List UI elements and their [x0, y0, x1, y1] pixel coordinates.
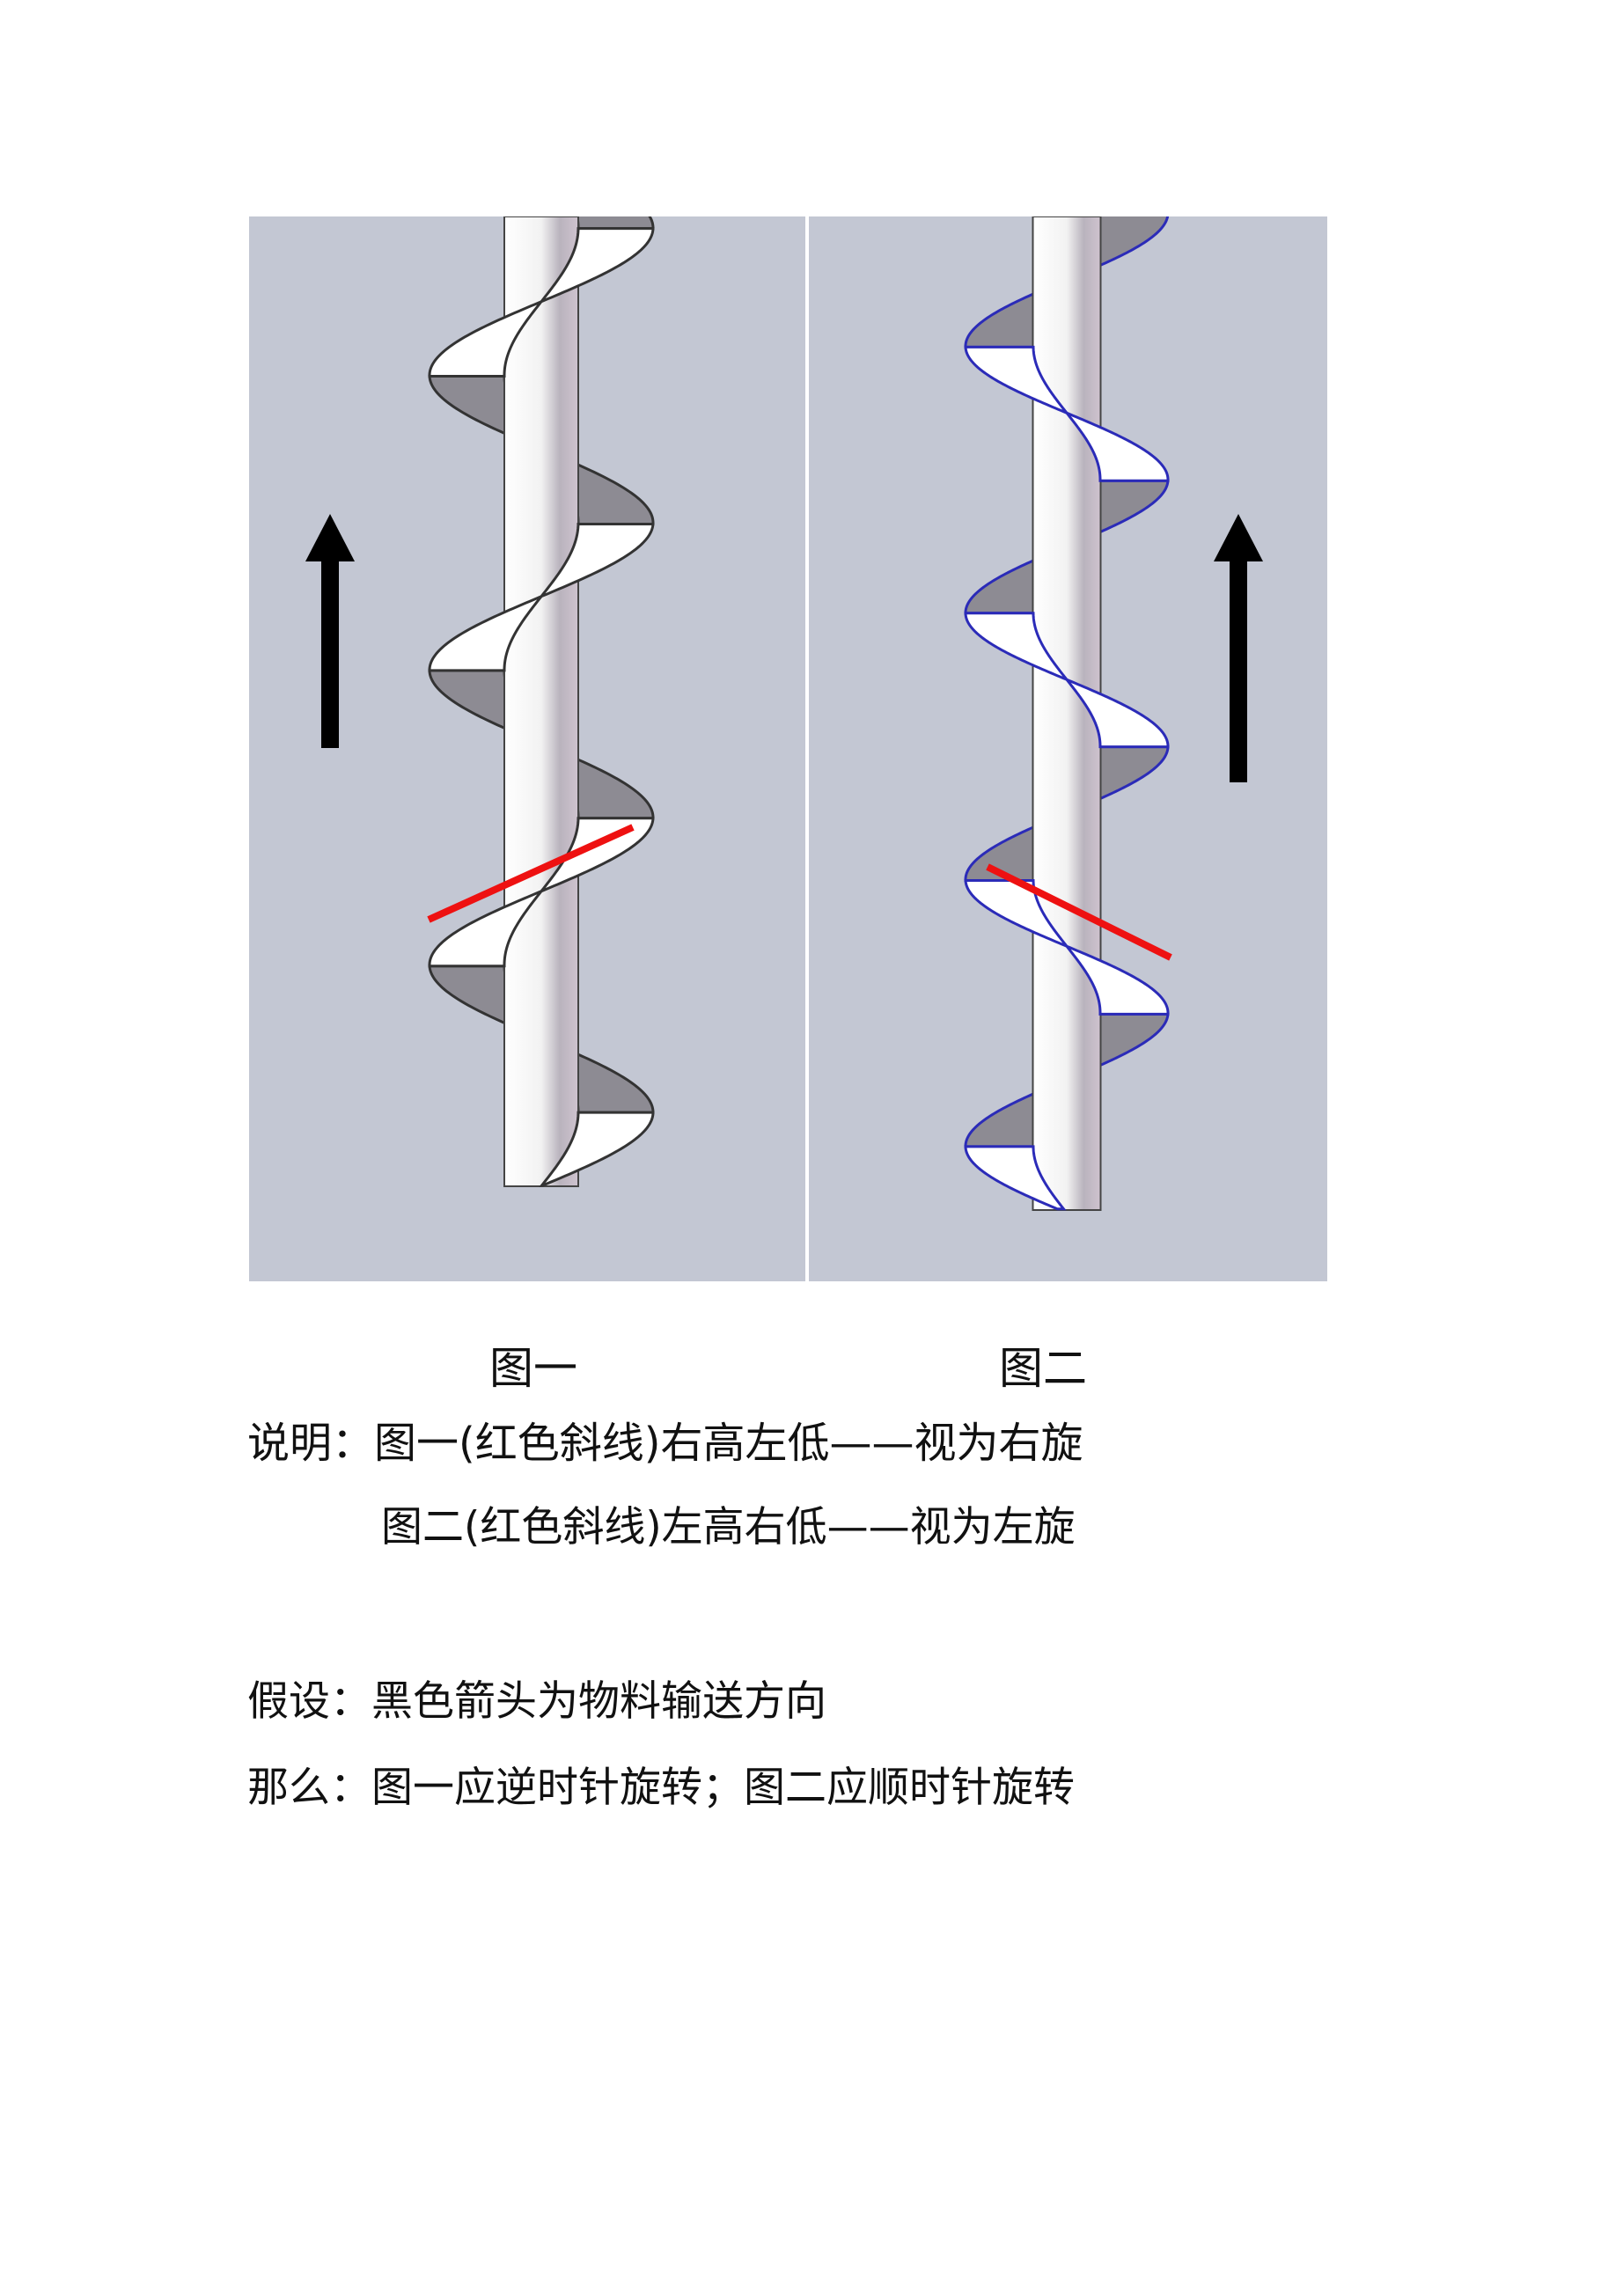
figure-1-red-slant-line [427, 824, 635, 923]
flight-front-face [539, 1111, 655, 1187]
note-line-1: 说明：图一(红色斜线)右高左低——视为右旋 [247, 1419, 1083, 1468]
note-line-4: 那么：图一应逆时针旋转；图二应顺时针旋转 [247, 1764, 1075, 1812]
flight-front-face [428, 227, 655, 378]
flight-front-face [428, 817, 655, 968]
flight-front-face [964, 879, 1170, 1016]
flight-front-face [964, 345, 1170, 482]
flight-front-face [428, 522, 655, 672]
figure-1-screw [428, 216, 655, 1187]
note-line-3: 假设：黑色箭头为物料输送方向 [247, 1677, 826, 1726]
figure-2-screw [964, 164, 1170, 1211]
flight-front-face [1080, 164, 1168, 213]
figure-2-caption: 图二 [999, 1343, 1087, 1394]
figure-2-arrow-up-icon [1214, 514, 1263, 782]
figure-2-red-slant-line [986, 863, 1172, 961]
note-line-2: 图二(红色斜线)左高右低——视为左旋 [381, 1503, 1076, 1551]
flight-front-face [964, 612, 1170, 749]
figure-1-caption: 图一 [489, 1343, 577, 1394]
screw-conveyor-figures [249, 164, 1327, 1281]
figure-1-arrow-up-icon [305, 514, 355, 748]
flight-front-face [964, 1145, 1067, 1211]
shaft [503, 216, 579, 1187]
